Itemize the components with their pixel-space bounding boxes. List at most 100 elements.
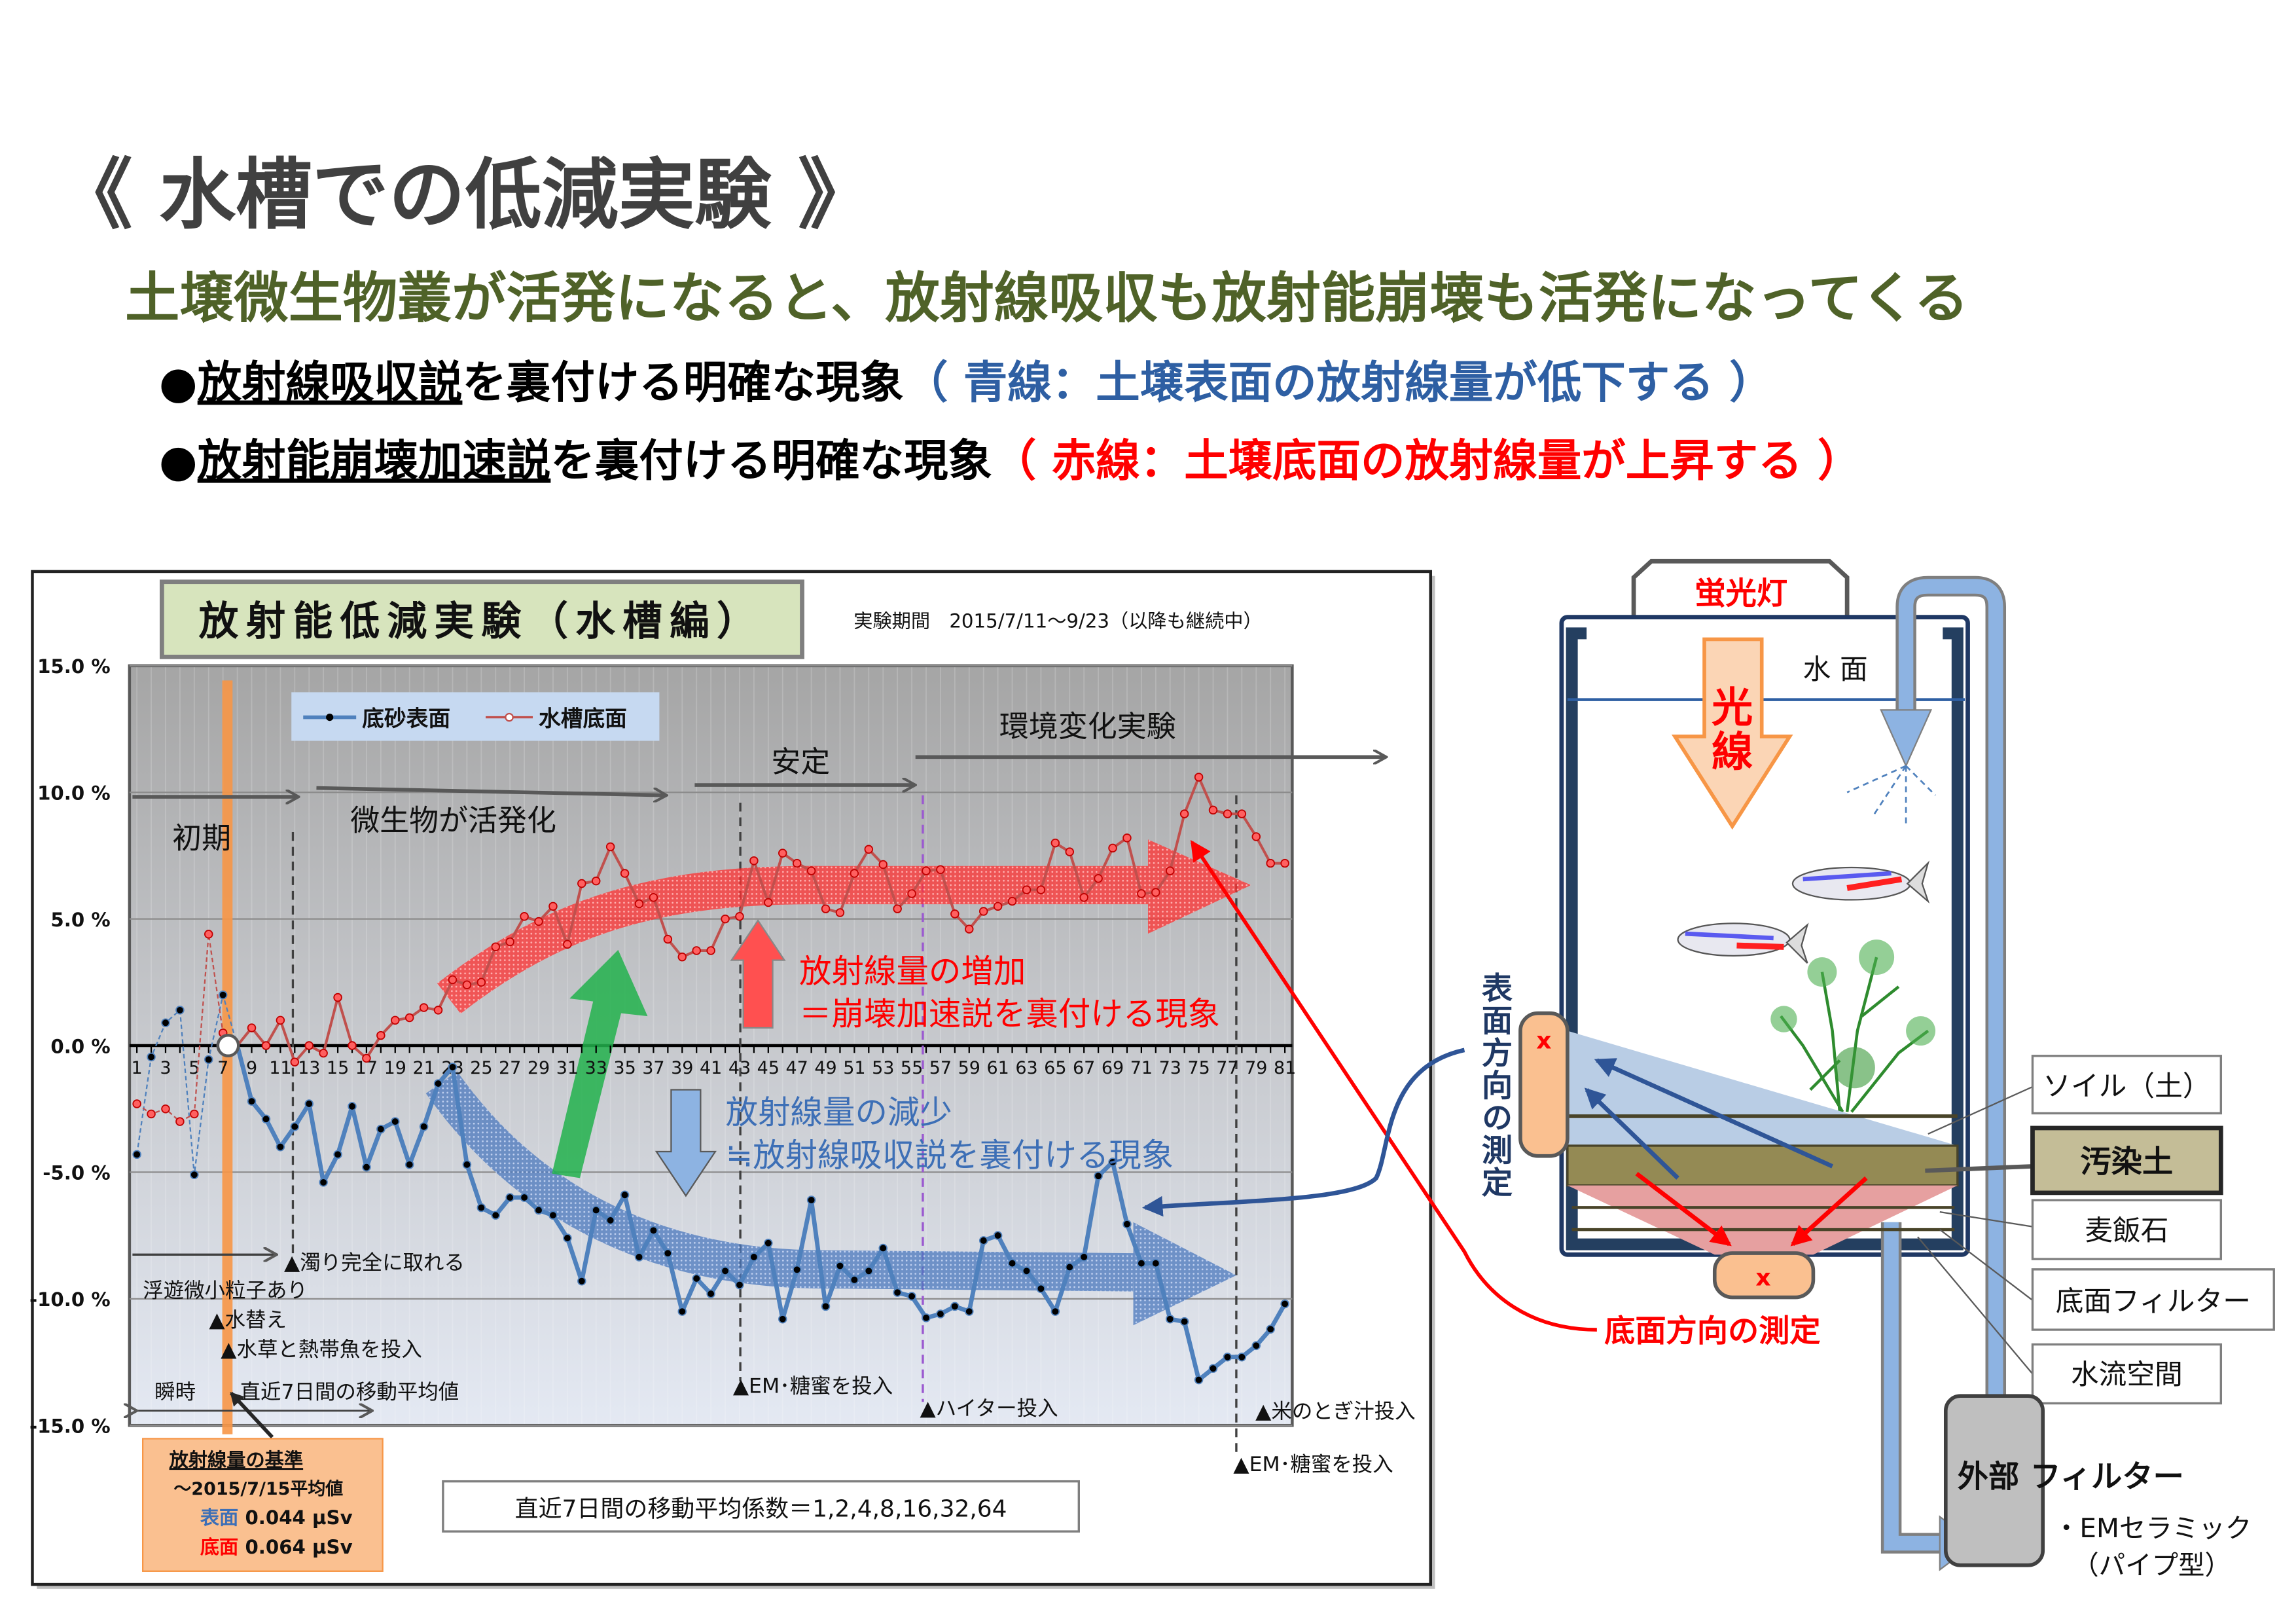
x-tick-label: 81 [1274,1058,1296,1078]
data-point-surface [448,1063,457,1072]
data-point-bottom [850,869,859,878]
data-point-bottom [1179,809,1189,818]
x-tick-label: 13 [298,1058,320,1078]
data-point-bottom [132,1099,141,1108]
data-point-surface [950,1302,960,1311]
x-tick-label: 5 [188,1058,200,1078]
data-point-bottom [534,917,543,926]
x-tick-label: 29 [528,1058,550,1078]
data-point-bottom [1137,889,1146,898]
x-tick-label: 25 [470,1058,492,1078]
x-tick-label: 33 [585,1058,607,1078]
data-point-bottom [563,939,572,949]
data-point-bottom [1065,847,1075,856]
data-point-bottom [391,1015,400,1025]
data-point-surface [993,1231,1003,1240]
data-point-surface [1022,1266,1031,1276]
surface-measure-connector [1142,1048,1465,1217]
data-point-bottom [491,942,501,951]
x-tick-label: 11 [269,1058,291,1078]
baseline-bottom: 底面 0.064 µSv [200,1536,353,1558]
data-point-surface [1179,1317,1189,1326]
data-point-surface [1280,1299,1289,1309]
data-point-surface [204,1055,213,1065]
bullet-underlined: 放射線吸収説 [198,357,463,409]
x-tick-label: 69 [1102,1058,1124,1078]
bullet-note-blue: （ 青線：土壌表面の放射線量が低下する ） [904,357,1774,409]
data-point-surface [276,1142,285,1152]
event-em2: ▲EM･糖蜜を投入 [1233,1453,1393,1476]
data-point-bottom [348,1041,357,1050]
surface-sensor [1518,1011,1570,1158]
increase-line2: ＝崩壊加速説を裏付ける現象 [799,995,1220,1033]
data-point-bottom [649,893,658,902]
x-tick-label: 19 [384,1058,406,1078]
inflow-arrowhead [1880,709,1933,768]
data-point-surface [907,1292,916,1301]
data-point-bottom [1079,893,1088,902]
data-point-bottom [1251,832,1261,841]
water-surface-label: 水 面 [1803,653,1868,686]
data-point-bottom [878,860,888,869]
data-point-surface [1151,1258,1160,1268]
data-point-bottom [591,876,601,886]
data-point-bottom [319,1048,328,1058]
down-arrow-icon [655,1089,717,1197]
data-point-surface [1065,1262,1075,1272]
label-stone: 麦飯石 [2085,1214,2168,1247]
x-tick-label: 3 [160,1058,171,1078]
data-point-surface [491,1211,501,1220]
data-point-bottom [778,848,787,858]
data-point-surface [835,1261,845,1271]
data-point-bottom [577,879,586,888]
data-point-surface [1079,1252,1088,1262]
x-tick-label: 65 [1044,1058,1066,1078]
spray-lines [1846,765,1937,825]
data-point-bottom [950,909,960,919]
x-tick-label: 53 [872,1058,894,1078]
data-point-bottom [175,1117,185,1126]
data-point-bottom [936,865,945,874]
data-series [132,773,1289,1385]
data-point-surface [864,1266,874,1276]
data-point-bottom [476,977,486,987]
data-point-surface [706,1289,715,1298]
x-tick-label: 55 [901,1058,923,1078]
phase-active: 微生物が活発化 [350,803,556,838]
surface-label: 表面 [200,1506,238,1529]
external-filter [1943,1394,2045,1567]
bullet-rest: を裏付ける明確な現象 [462,357,904,409]
data-point-surface [1036,1284,1046,1294]
data-point-bottom [1223,809,1232,818]
data-point-surface [605,1216,615,1225]
data-point-surface [190,1170,199,1180]
data-point-bottom [864,845,874,854]
data-point-surface [1194,1375,1204,1385]
data-point-surface [792,1265,802,1275]
data-point-bottom [1266,858,1275,868]
data-point-bottom [749,856,759,866]
x-tick-label: 59 [958,1058,980,1078]
data-point-bottom [706,946,715,955]
data-point-bottom [304,1041,314,1050]
phase-arrow-active [316,786,665,795]
data-point-surface [476,1203,486,1213]
data-point-surface [778,1315,787,1324]
page-title: 《 水槽での低減実験 》 [56,150,874,240]
x-tick-label: 45 [757,1058,780,1078]
bottom-radiation-zone [1567,1185,1958,1255]
data-point-bottom [520,912,529,921]
data-point-bottom [247,1023,257,1032]
outflow-pipe-fill [1884,1222,1950,1551]
data-point-bottom [677,952,687,962]
data-point-bottom [993,902,1003,911]
data-point-surface [663,1249,673,1258]
surface-sensor-mark: x [1536,1028,1551,1055]
layer-labels [1917,1085,2034,1375]
bullet-dot: ● [159,357,198,409]
data-point-bottom [1108,843,1117,853]
data-point-bottom [1151,888,1160,897]
light-char-1: 光 [1712,684,1753,731]
data-point-surface [520,1193,529,1202]
